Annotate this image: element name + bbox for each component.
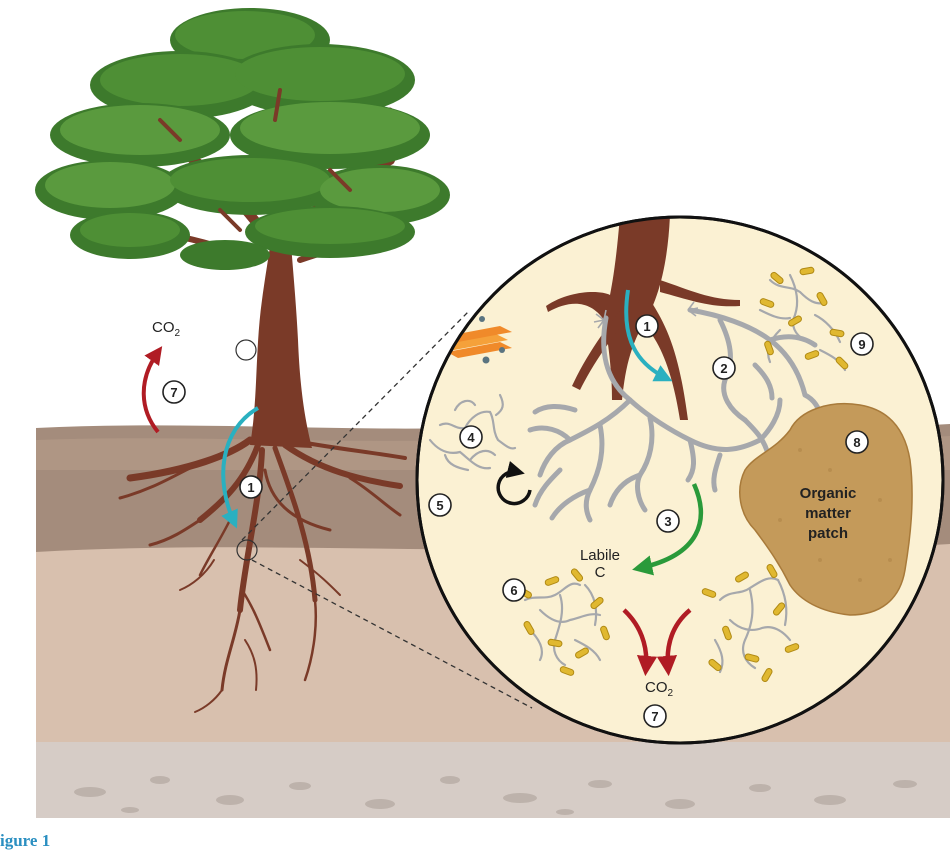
marker-7-zoom: 7: [643, 704, 667, 728]
marker-7-left: 7: [162, 380, 186, 404]
zoom-panel-border: [415, 215, 945, 745]
organic-matter-label-line1: Organic: [800, 485, 857, 502]
marker-8: 8: [845, 430, 869, 454]
zoom-source-circle: [235, 339, 257, 361]
bedrock-layer: [36, 742, 950, 818]
labile-c-label-line1: Labile: [580, 547, 620, 564]
svg-text:1: 1: [247, 480, 254, 495]
svg-text:3: 3: [664, 514, 671, 529]
zoom-line-bottom: [251, 559, 533, 709]
tree-canopy: [35, 8, 450, 270]
svg-text:7: 7: [170, 385, 177, 400]
co2-label-left: CO2: [152, 319, 181, 339]
co2-label-zoom: CO2: [645, 679, 674, 699]
marker-4: 4: [459, 425, 483, 449]
turnover-cycle-arrow: [496, 461, 532, 506]
organic-matter-label-line3: patch: [808, 525, 848, 542]
svg-text:1: 1: [643, 319, 650, 334]
svg-text:2: 2: [720, 361, 727, 376]
marker-2: 2: [712, 356, 736, 380]
svg-text:7: 7: [651, 709, 658, 724]
tree-trunk: [250, 230, 312, 448]
organic-matter-label-line2: matter: [805, 505, 851, 522]
bacteria-cluster-6: [518, 568, 610, 676]
bacteria-cluster-right: [701, 564, 800, 682]
bacteria-cluster-9: [758, 266, 849, 372]
marker-6: 6: [502, 578, 526, 602]
root-exudate-arrow-left: [221, 406, 260, 529]
marker-1-zoom: 1: [635, 314, 659, 338]
pebbles: [74, 776, 917, 815]
marker-1-left: 1: [239, 475, 263, 499]
co2-arrow-right-zoom: [656, 608, 692, 677]
co2-efflux-arrow-left: [141, 346, 163, 434]
organic-matter-patch: [739, 403, 913, 616]
hyphae-cluster-4: [428, 393, 517, 472]
marker-9: 9: [850, 332, 874, 356]
svg-text:8: 8: [853, 435, 860, 450]
svg-text:5: 5: [436, 498, 443, 513]
zoom-target-circle: [236, 539, 258, 561]
tree-roots: [118, 436, 407, 713]
tree: [35, 8, 450, 713]
svg-text:9: 9: [858, 337, 865, 352]
marker-5: 5: [428, 493, 452, 517]
marker-3: 3: [656, 509, 680, 533]
svg-text:4: 4: [467, 430, 475, 445]
figure-caption: igure 1: [0, 831, 51, 850]
root-exudate-arrow-zoom: [624, 289, 673, 382]
labile-c-arrow: [632, 483, 703, 576]
tree-branch-overlay: [158, 88, 352, 232]
svg-text:6: 6: [510, 583, 517, 598]
co2-arrow-left-zoom: [622, 608, 658, 677]
zoom-panel: Labile C Organic matter patch CO2 1 2 3: [415, 215, 945, 745]
labile-c-label-line2: C: [595, 564, 606, 581]
mineral-clay-layers: [443, 316, 512, 364]
